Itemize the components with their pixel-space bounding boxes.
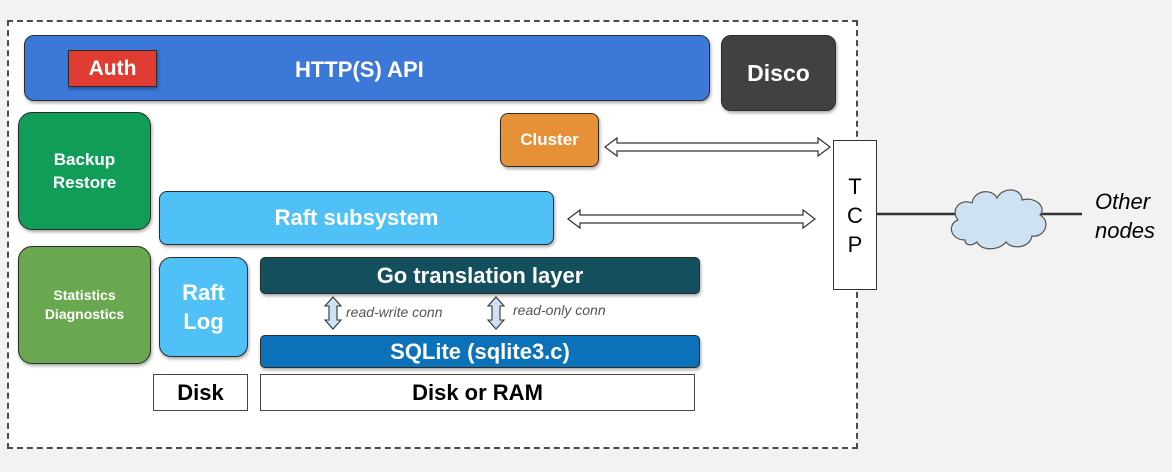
- tcp-box: T C P: [833, 140, 877, 290]
- disk-or-ram-box: Disk or RAM: [260, 374, 695, 411]
- cluster-box: Cluster: [500, 113, 599, 167]
- backup-restore-box: Backup Restore: [18, 112, 151, 230]
- other-nodes-label: Other nodes: [1095, 187, 1155, 245]
- tcp-letter-c: C: [847, 202, 863, 228]
- statistics-label: Statistics: [53, 287, 116, 303]
- raft-log-label-2: Log: [183, 309, 224, 334]
- http-api-label: HTTP(S) API: [295, 57, 424, 82]
- backup-label: Backup: [53, 150, 116, 169]
- read-write-conn-arrow: [323, 296, 343, 330]
- raft-log-box: Raft Log: [159, 257, 248, 357]
- restore-label: Restore: [52, 173, 117, 192]
- disk-or-ram-label: Disk or RAM: [412, 379, 543, 405]
- nodes-label: nodes: [1095, 218, 1155, 243]
- raft-log-label-1: Raft: [182, 280, 225, 305]
- disk-box: Disk: [153, 374, 248, 411]
- sqlite-box: SQLite (sqlite3.c): [260, 335, 700, 368]
- disk-label: Disk: [177, 379, 224, 405]
- sqlite-label: SQLite (sqlite3.c): [390, 338, 570, 364]
- read-write-conn-label: read-write conn: [346, 304, 443, 320]
- read-only-conn-label: read-only conn: [513, 302, 606, 318]
- disco-box: Disco: [721, 35, 836, 111]
- statistics-diagnostics-box: Statistics Diagnostics: [18, 246, 151, 364]
- raft-subsystem-label: Raft subsystem: [274, 205, 439, 230]
- read-only-conn-arrow: [486, 296, 506, 330]
- raft-subsystem-box: Raft subsystem: [159, 191, 554, 245]
- cluster-label: Cluster: [520, 130, 579, 149]
- cluster-tcp-arrow: [604, 136, 831, 158]
- auth-box: Auth: [68, 50, 157, 87]
- tcp-letter-p: P: [847, 231, 863, 257]
- diagnostics-label: Diagnostics: [44, 306, 125, 322]
- tcp-letter-t: T: [848, 173, 862, 199]
- auth-label: Auth: [88, 56, 137, 80]
- disco-label: Disco: [747, 59, 810, 86]
- go-translation-layer-label: Go translation layer: [376, 262, 584, 288]
- go-translation-layer-box: Go translation layer: [260, 257, 700, 294]
- raft-tcp-arrow: [567, 208, 816, 230]
- other-label: Other: [1095, 189, 1151, 214]
- cloud-icon: [950, 189, 1047, 250]
